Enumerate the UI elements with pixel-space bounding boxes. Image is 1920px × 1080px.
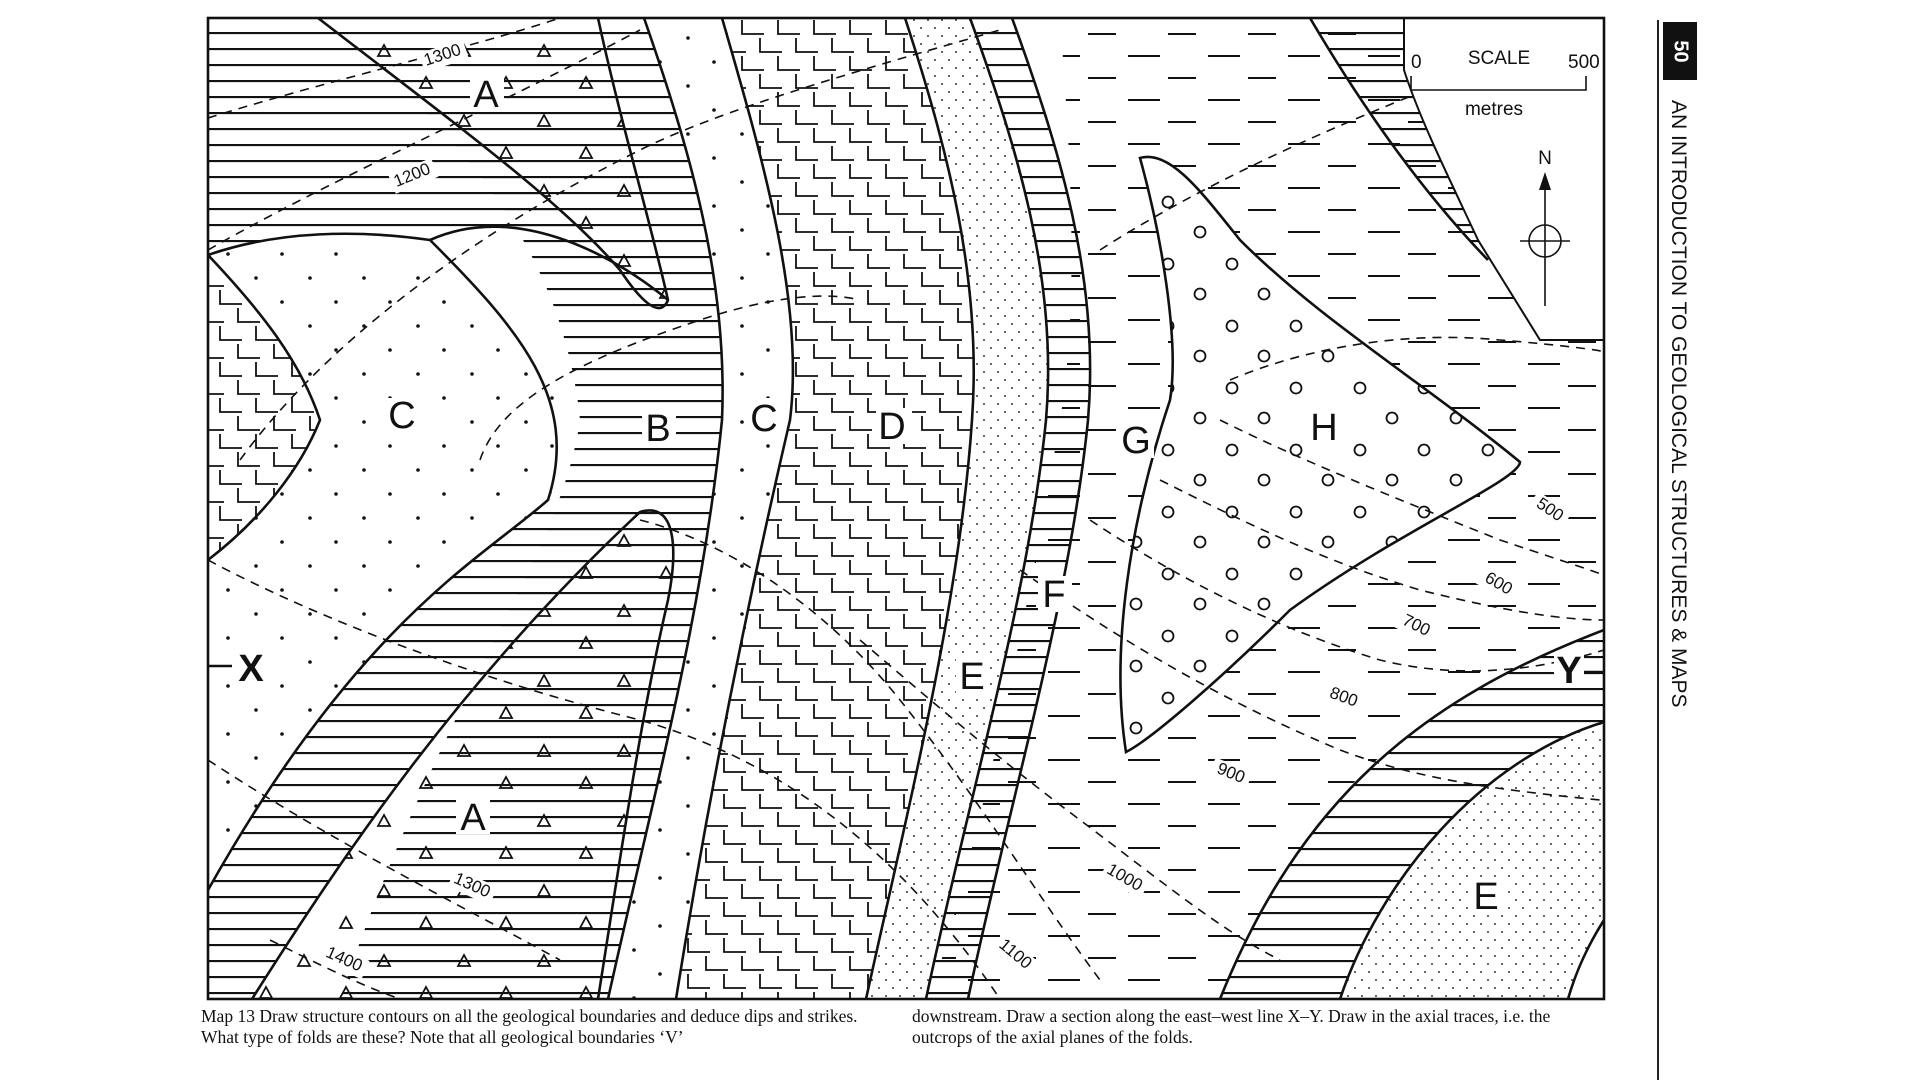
section-line-markers: X Y — [208, 648, 1604, 692]
map-units — [208, 18, 1604, 999]
boundary-f-southeast-outer — [1338, 720, 1604, 999]
contour-line-east-2 — [1019, 569, 1601, 801]
boundary-a-lower — [250, 509, 675, 999]
unit-b-west-upper — [208, 18, 668, 300]
contour-line-central — [639, 519, 1101, 981]
boundary-c-central-west — [606, 18, 724, 999]
north-arrow-icon — [1520, 172, 1570, 306]
unit-c-west — [208, 243, 570, 890]
contour-line-south-1 — [208, 559, 1001, 999]
unit-d-west — [208, 255, 320, 560]
boundary-f-east — [966, 18, 1092, 999]
unit-d-band — [676, 18, 974, 999]
label-b: B — [645, 408, 670, 450]
contour-line-northeast — [1099, 39, 1561, 251]
caption-right: downstream. Draw a section along the eas… — [912, 1006, 1551, 1047]
label-d: D — [878, 406, 905, 448]
boundary-a-upper — [317, 18, 670, 310]
unit-f-southeast-arc — [1220, 630, 1604, 999]
boundary-c-west — [208, 239, 558, 891]
scale-title: SCALE — [1468, 48, 1530, 69]
boundary-f-northeast — [1308, 18, 1489, 261]
label-c-central: C — [750, 398, 777, 440]
map-frame — [206, 16, 1606, 1001]
scale-inset-box — [1403, 17, 1605, 341]
unit-e-southeast — [1340, 722, 1604, 999]
section-x-label: X — [238, 648, 264, 690]
label-e-southeast: E — [1473, 876, 1498, 918]
structure-contours — [208, 18, 1604, 999]
label-a-upper: A — [473, 74, 499, 116]
caption-left: Map 13 Draw structure contours on all th… — [201, 1006, 858, 1047]
scale-bar — [1410, 76, 1587, 91]
unit-labels: A A B C C D E E F G H — [386, 74, 1504, 918]
geological-boundaries — [208, 18, 1604, 999]
contour-line-1300-north — [208, 18, 561, 119]
scale-end-label: 500 — [1568, 52, 1600, 73]
unit-a-upper — [318, 18, 668, 309]
contour-line-east-1 — [859, 639, 1281, 961]
boundary-h-inlier — [1119, 155, 1522, 754]
north-label: N — [1538, 148, 1552, 169]
label-e-central: E — [959, 656, 984, 698]
boundary-f-southeast-inner — [1218, 628, 1604, 999]
label-a-lower: A — [460, 797, 486, 839]
scale-start-label: 0 — [1411, 52, 1422, 73]
label-c-west: C — [388, 395, 415, 437]
unit-f-band — [926, 18, 1091, 999]
contour-line-east-4 — [1159, 479, 1604, 621]
boundary-e-east — [924, 18, 1050, 999]
contour-line-south-3 — [269, 939, 401, 999]
contour-line-west-1 — [239, 29, 1001, 461]
contour-line-h-arc — [1229, 336, 1604, 381]
contour-line-1200-north — [208, 29, 641, 251]
unit-h-inlier-ornament — [1120, 156, 1520, 753]
section-y-label: Y — [1556, 650, 1581, 692]
boundary-e-southeast-corner — [1566, 919, 1604, 999]
scale-inset: SCALE 0 500 metres N — [1403, 17, 1605, 341]
contour-line-east-5 — [1219, 419, 1604, 576]
label-g: G — [1121, 420, 1151, 462]
boundary-d-east — [864, 18, 975, 999]
unit-f-northeast-corner — [1310, 18, 1488, 260]
unit-c-central-band — [608, 18, 793, 999]
running-title: AN INTRODUCTION TO GEOLOGICAL STRUCTURES… — [1667, 100, 1690, 708]
contour-line-west-2 — [479, 295, 861, 461]
unit-a-lower — [252, 510, 674, 999]
unit-e-band — [866, 18, 1049, 999]
margin-rule — [1657, 20, 1659, 1080]
boundary-d-west — [208, 254, 322, 562]
contour-line-south-2 — [208, 759, 561, 961]
page-number-badge: 50 — [1663, 22, 1697, 80]
label-h: H — [1310, 407, 1337, 449]
label-f: F — [1042, 574, 1065, 616]
boundary-c-central-east — [674, 18, 795, 999]
scale-unit-label: metres — [1465, 99, 1523, 120]
